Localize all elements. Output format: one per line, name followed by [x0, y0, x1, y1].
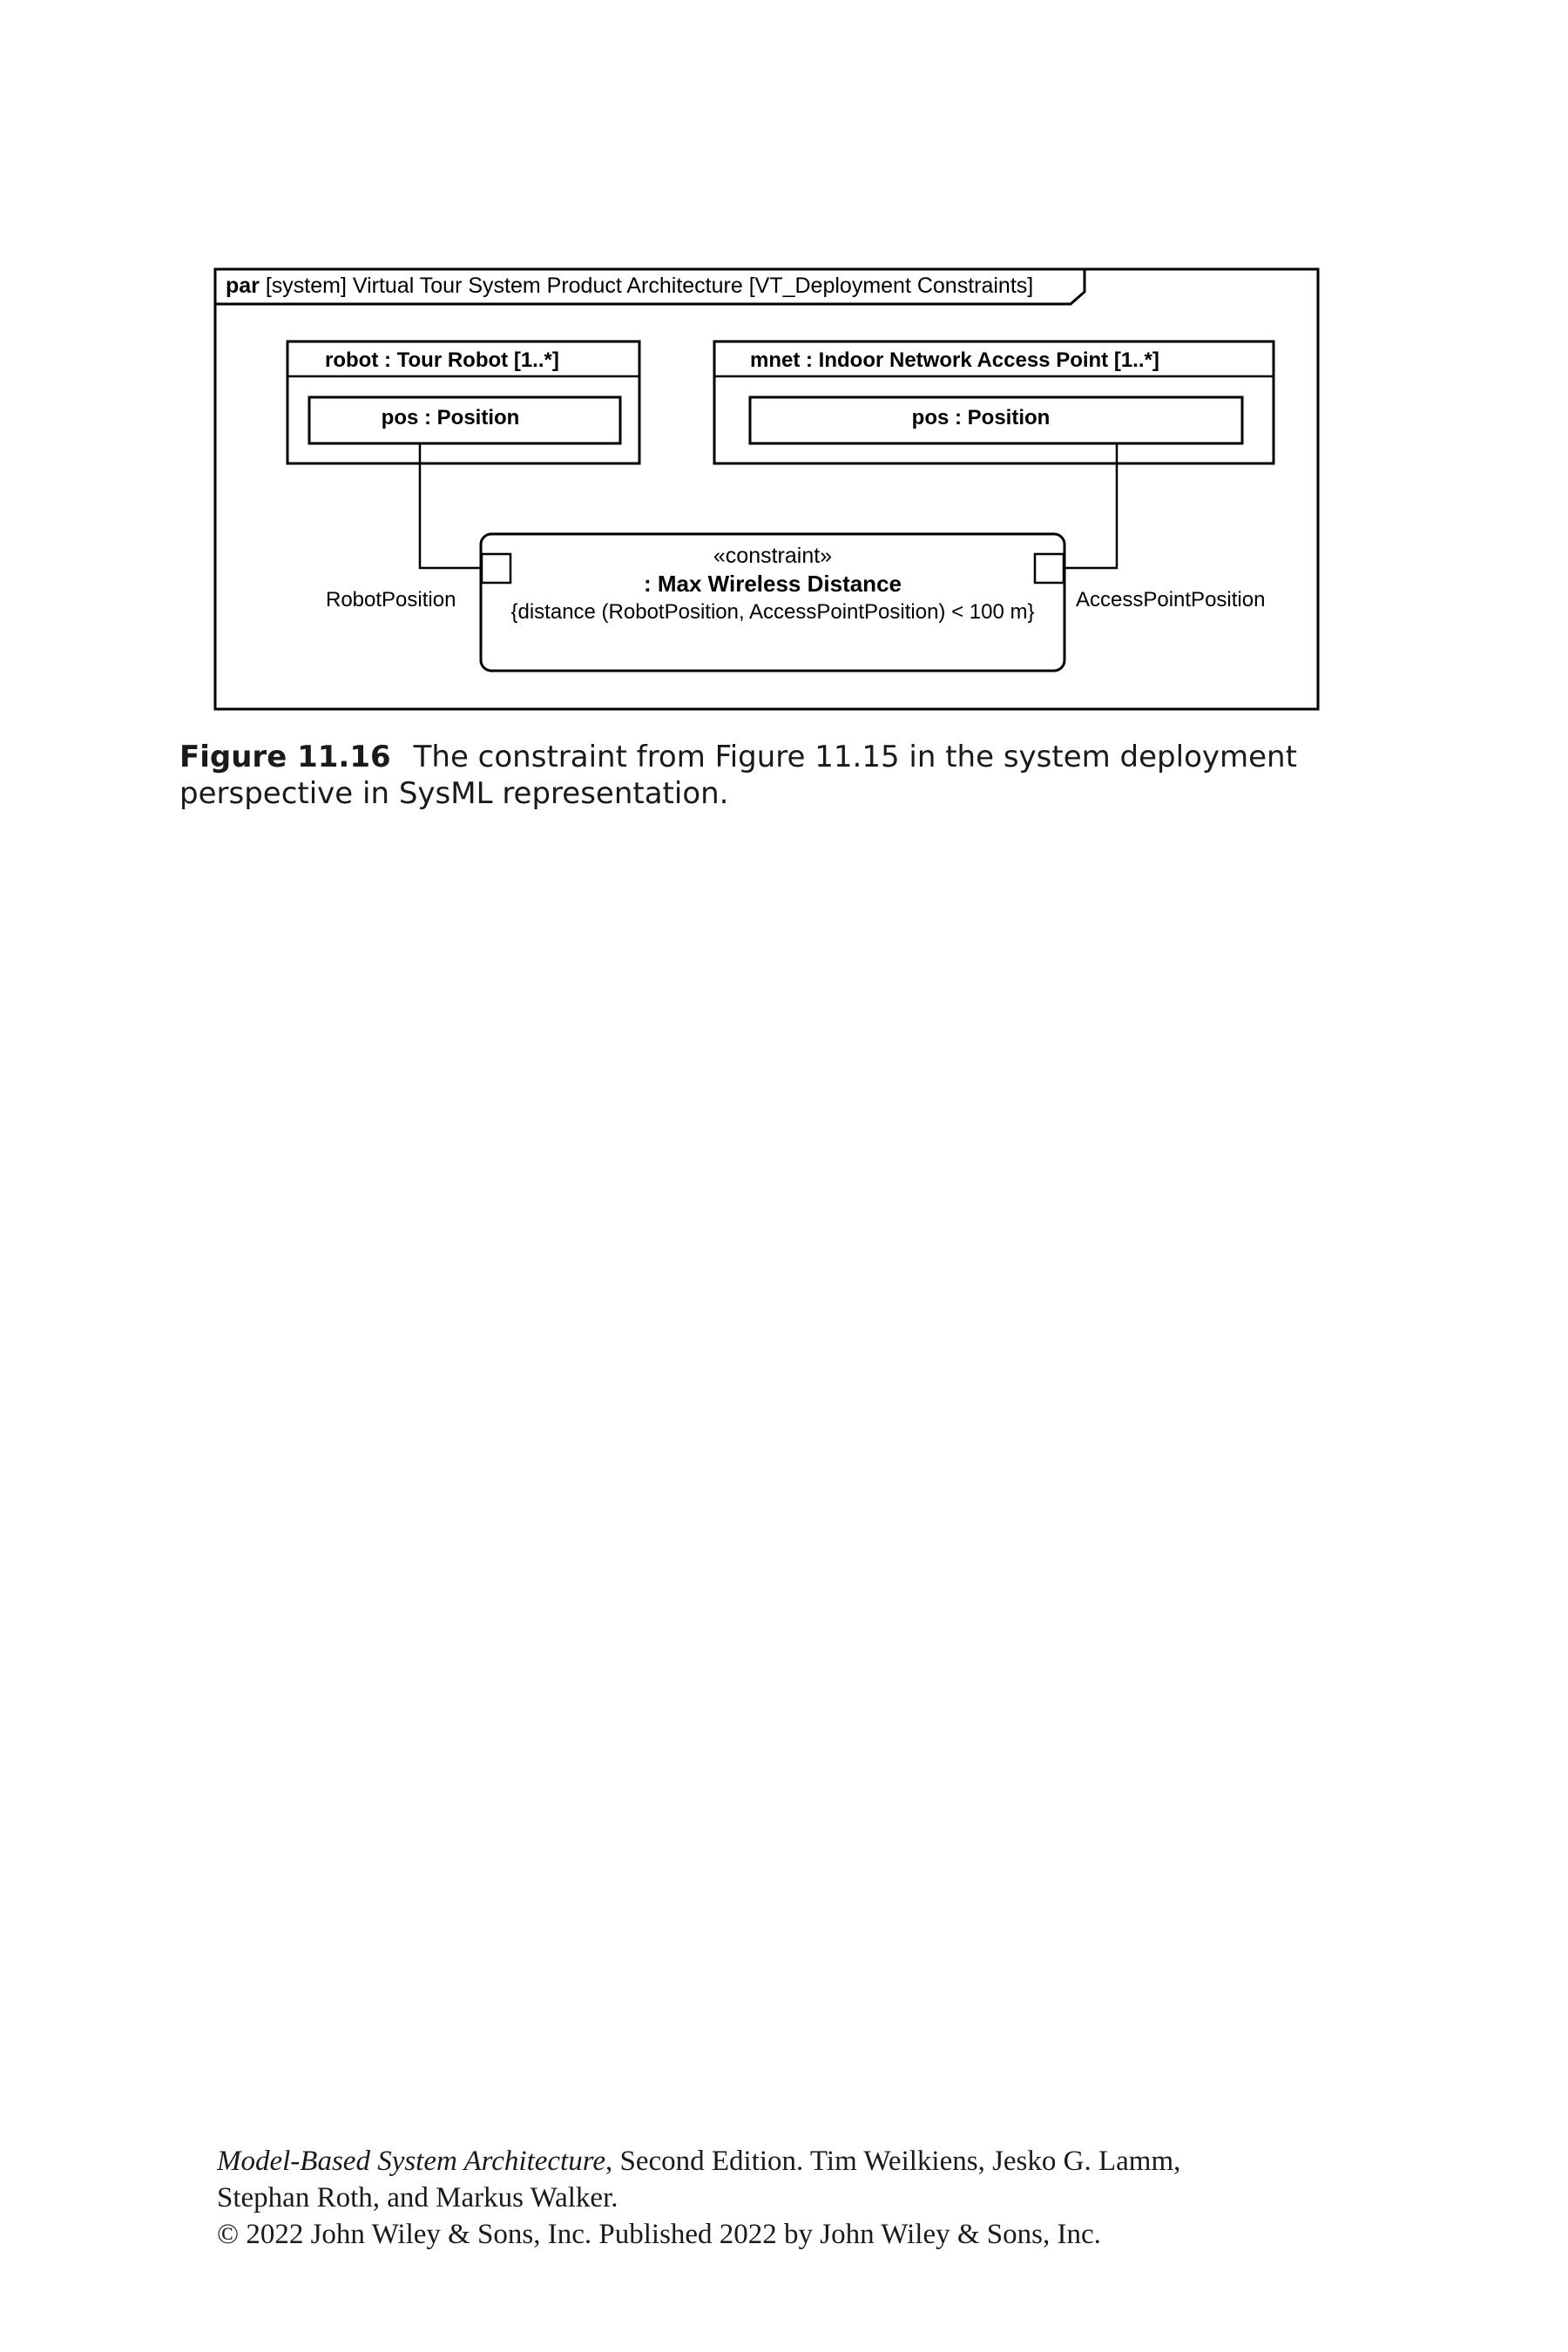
constraint-property [479, 532, 1066, 672]
footer-line-1: Model-Based System Architecture, Second … [217, 2143, 1436, 2180]
copyright-footer: Model-Based System Architecture, Second … [217, 2143, 1436, 2253]
robot-position-label: RobotPosition [326, 588, 456, 612]
access-point-position-label: AccessPointPosition [1076, 588, 1265, 612]
constraint-parameter-access-point-position [1033, 552, 1065, 585]
robot-pos-part-label: pos : Position [382, 406, 520, 429]
access-point-position-connector [1064, 443, 1119, 570]
robot-block-title: robot : Tour Robot [1..*] [325, 348, 559, 372]
footer-line-1-rest: , Second Edition. Tim Weilkiens, Jesko G… [605, 2146, 1181, 2177]
constraint-parameter-robot-position [480, 552, 512, 585]
constraint-expression: {distance (RobotPosition, AccessPointPos… [510, 600, 1034, 624]
constraint-stereotype: «constraint» [713, 544, 832, 568]
diagram-frame [213, 267, 1320, 711]
frame-header-label: par [system] Virtual Tour System Product… [226, 274, 1033, 298]
footer-line-3: © 2022 John Wiley & Sons, Inc. Published… [217, 2219, 1101, 2250]
robot-block [286, 340, 641, 465]
robot-position-connector [418, 443, 482, 570]
robot-pos-part [308, 395, 622, 445]
mnet-pos-part-label: pos : Position [912, 406, 1051, 429]
mnet-block-title: mnet : Indoor Network Access Point [1..*… [750, 348, 1159, 372]
figure-caption-text: The constraint from Figure 11.15 in the … [179, 740, 1297, 811]
sysml-parametric-diagram: par [system] Virtual Tour System Product… [213, 267, 1320, 711]
mnet-pos-part [748, 395, 1244, 445]
figure-label: Figure 11.16 [179, 740, 391, 774]
frame-header-tab [215, 269, 1086, 306]
book-title: Model-Based System Architecture [217, 2146, 605, 2177]
mnet-block [713, 340, 1275, 465]
footer-line-2: Stephan Roth, and Markus Walker. [217, 2182, 618, 2213]
constraint-name: : Max Wireless Distance [644, 571, 902, 597]
